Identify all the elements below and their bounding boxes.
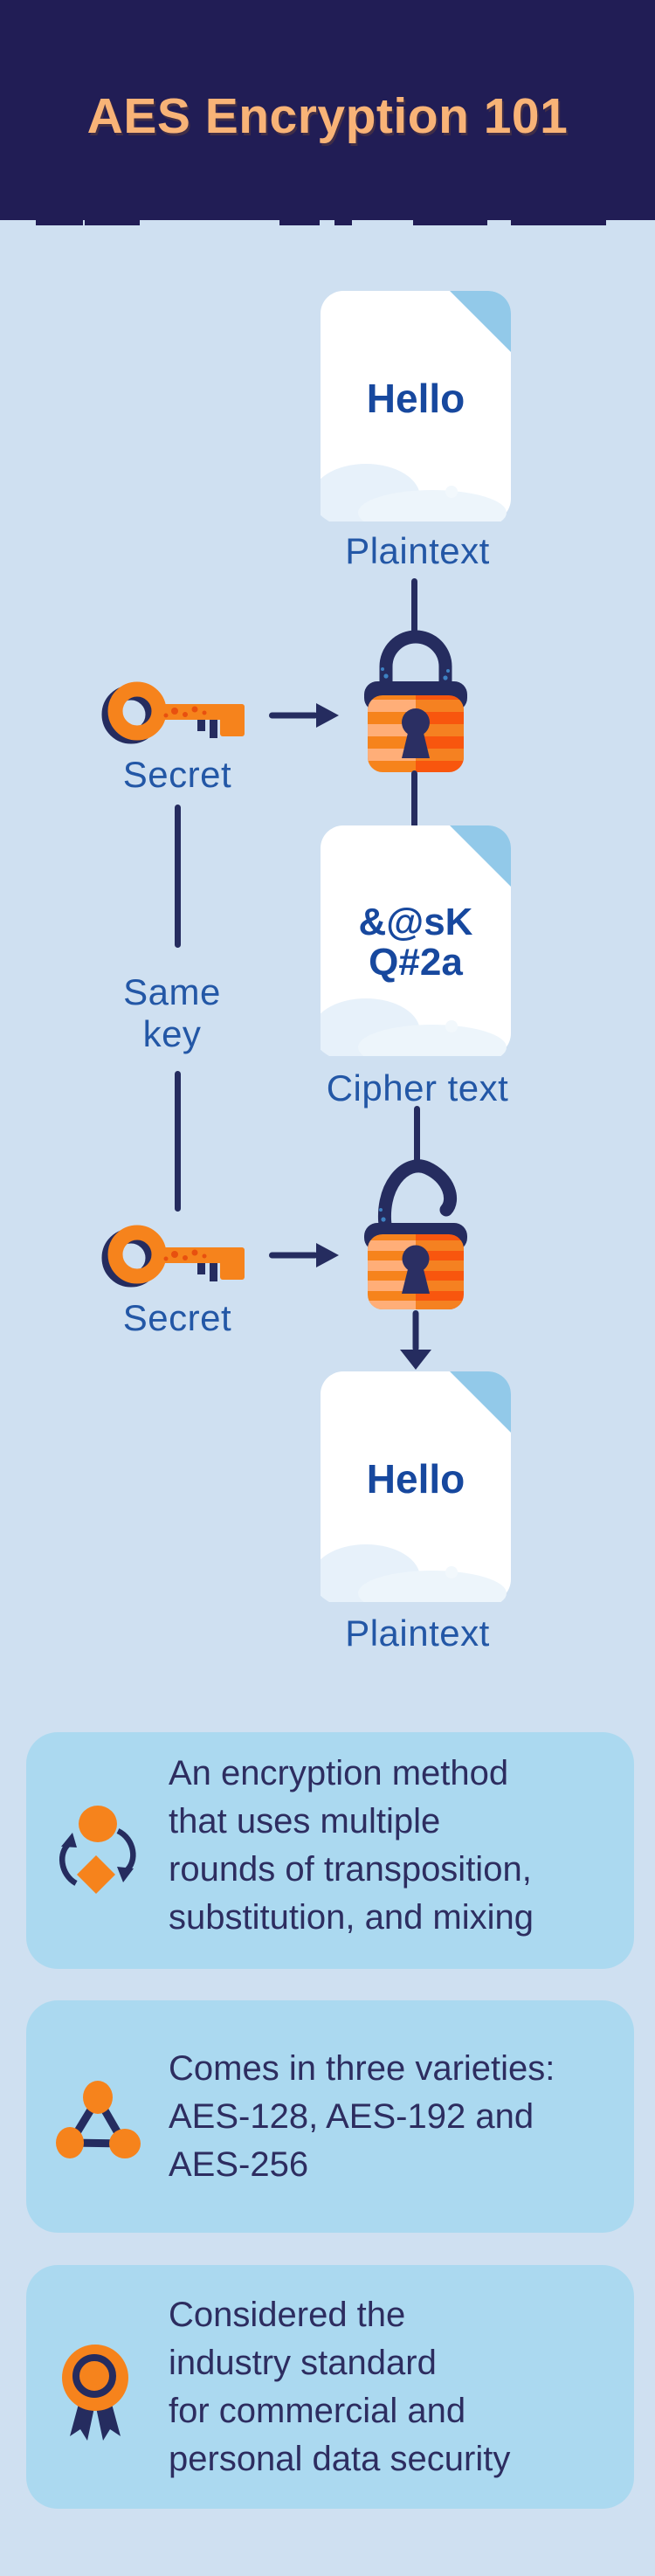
cycle-icon [59,1806,136,1894]
secret-label-bottom: Secret [122,1297,232,1338]
card-text-line: for commercial and [169,2392,466,2430]
info-card-rounds [26,1732,634,1969]
header-torn-edge [334,220,352,225]
cipher-document-label: Cipher text [326,1067,509,1108]
cipher-document: &@sK Q#2a [312,825,511,1070]
flow-arrow-down [398,1310,433,1376]
card-text-line: rounds of transposition, [169,1850,532,1889]
same-key-line-lower [175,1071,181,1212]
document-label: Plaintext [345,1613,490,1654]
document-icon [312,291,511,535]
card-text-line: An encryption method [169,1754,509,1792]
page-title: AES Encryption 101 [86,88,569,144]
flow-arrow-right-bottom [267,1240,341,1274]
info-card-standard [26,2265,634,2509]
key-icon [101,1225,245,1288]
card-text-line: personal data security [169,2440,511,2478]
card2-icon-wrap [51,2075,142,2167]
lock-closed-icon [364,630,467,772]
header [0,0,655,220]
secret-key-top [98,673,251,760]
card-text-line: Comes in three varieties: [169,2049,555,2088]
card-text-line: industry standard [169,2344,437,2382]
lock-open [362,1144,469,1319]
document-text: Hello [366,376,465,421]
lock-closed [362,627,469,780]
plaintext-document-bottom: Hello [312,1371,511,1616]
arrow-down-icon [400,1310,431,1370]
card1-icon-wrap [48,1798,148,1907]
key-icon [101,681,245,744]
document-icon [312,825,511,1070]
document-text: Hello [366,1456,465,1502]
card-text-line: substitution, and mixing [169,1898,534,1937]
secret-label-top: Secret [122,754,232,795]
cipher-text-line2: Q#2a [369,941,463,984]
card3-icon-wrap [58,2343,134,2448]
connector-line [411,578,417,638]
molecule-icon [56,2081,141,2158]
same-key-line2: key [142,1013,202,1054]
header-torn-edge [85,220,140,225]
secret-key-bottom [98,1216,251,1303]
header-torn-edge [526,220,606,225]
cipher-text-line1: &@sK [358,901,473,943]
document-label: Plaintext [345,530,490,571]
header-torn-edge [413,220,487,225]
header-torn-edge [36,220,83,225]
connector-line [414,1106,420,1169]
header-torn-edge [511,220,526,225]
card-text-line: Considered the [169,2296,406,2334]
document-icon [312,1371,511,1616]
same-key-line-upper [175,805,181,948]
header-torn-edge [279,220,320,225]
same-key-label: Same key [102,971,242,1055]
arrow-right-icon [269,1243,339,1267]
plaintext-document-top: Hello [312,291,511,535]
arrow-right-icon [269,703,339,728]
card-text-line: that uses multiple [169,1802,441,1840]
medal-icon [62,2345,128,2441]
flow-arrow-right-top [267,701,341,735]
info-card-varieties [26,2000,634,2233]
card-text-line: AES-128, AES-192 and [169,2097,534,2136]
same-key-line1: Same [123,971,221,1012]
card-text-line: AES-256 [169,2145,309,2184]
connector-line [411,770,417,828]
lock-open-icon [364,1159,467,1309]
